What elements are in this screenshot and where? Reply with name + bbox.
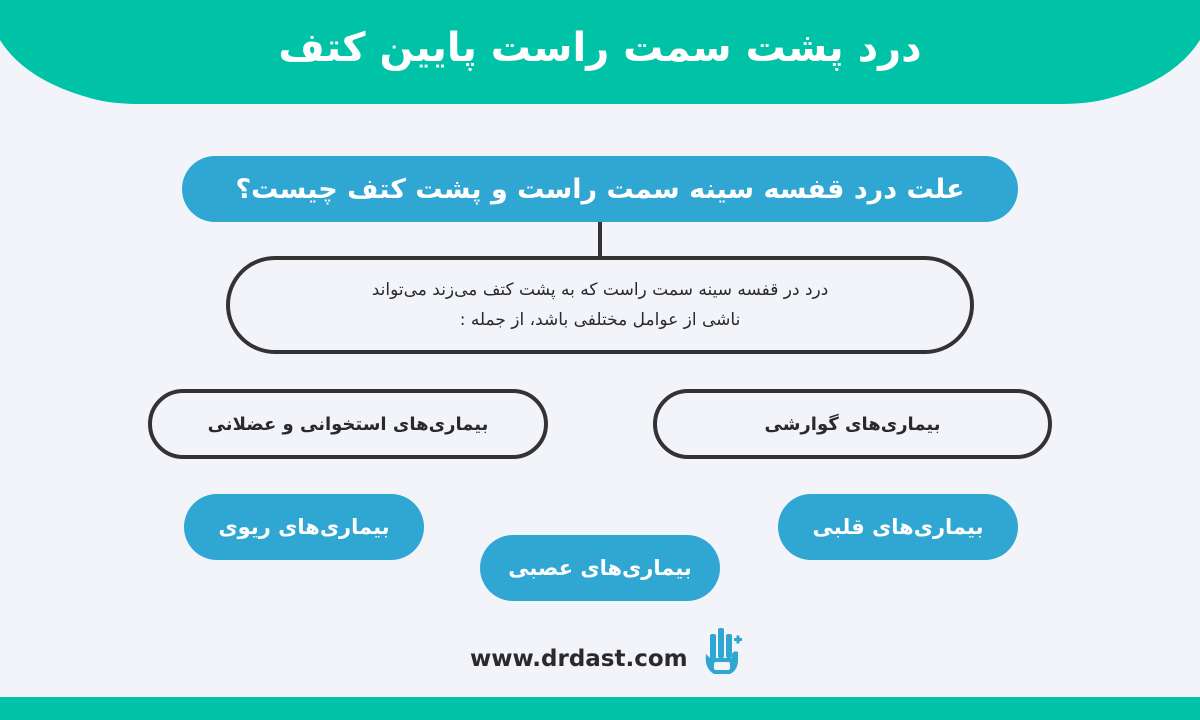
header-banner: درد پشت سمت راست پایین کتف: [0, 0, 1200, 104]
footer-bar: [0, 697, 1200, 720]
category-pulmonary: بیماری‌های ریوی: [184, 494, 424, 560]
website-link[interactable]: www.drdast.com: [470, 646, 688, 672]
page-title: درد پشت سمت راست پایین کتف: [278, 25, 922, 71]
connector-line: [598, 222, 602, 256]
category-cardiac: بیماری‌های قلبی: [778, 494, 1018, 560]
header-shape: [0, 0, 1200, 104]
intro-line-1: درد در قفسه سینه سمت راست که به پشت کتف …: [371, 280, 829, 300]
intro-line-2: ناشی از عوامل مختلفی باشد، از جمله :: [459, 310, 741, 330]
intro-box: درد در قفسه سینه سمت راست که به پشت کتف …: [226, 256, 974, 354]
category-neurological: بیماری‌های عصبی: [480, 535, 720, 601]
category-skeletal-muscular: بیماری‌های استخوانی و عضلانی: [148, 389, 548, 459]
category-digestive: بیماری‌های گوارشی: [653, 389, 1052, 459]
main-question: علت درد قفسه سینه سمت راست و پشت کتف چیس…: [182, 156, 1018, 222]
drdast-hand-logo-icon: [700, 624, 744, 680]
